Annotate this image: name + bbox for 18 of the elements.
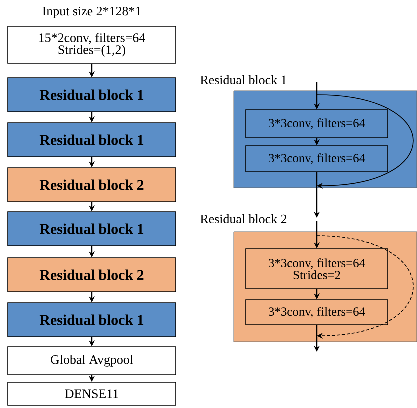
residual-block-box: Residual block 1 bbox=[8, 122, 176, 158]
conv-box: 3*3conv, filters=64 Strides=2 bbox=[246, 248, 388, 290]
skip-connection-arrow bbox=[316, 236, 414, 340]
residual-block-box: Residual block 2 bbox=[8, 258, 176, 292]
node-label: Residual block 1 bbox=[200, 75, 286, 85]
residual-block-box: Residual block 1 bbox=[8, 212, 176, 246]
residual-block-box: Residual block 1 bbox=[8, 78, 176, 112]
residual-block-box: Residual block 1 bbox=[8, 302, 176, 338]
residual-block-box: Residual block 2 bbox=[8, 168, 176, 202]
node-label: Input size 2*128*1 bbox=[42, 6, 141, 18]
layer-box: Global Avgpool bbox=[8, 346, 176, 376]
node-label: Residual block 2 bbox=[200, 214, 287, 224]
layer-box: Input size 2*128*1 15*2conv, filters=64 Strides=(1,2) bbox=[8, 6, 176, 64]
skip-connection-arrow bbox=[316, 94, 414, 190]
layer-box: DENSE11 bbox=[8, 382, 176, 406]
conv-box: 3*3conv, filters=64 bbox=[246, 110, 388, 138]
conv-box: 3*3conv, filters=64 bbox=[246, 300, 388, 326]
conv-box: 3*3conv, filters=64 bbox=[246, 146, 388, 172]
